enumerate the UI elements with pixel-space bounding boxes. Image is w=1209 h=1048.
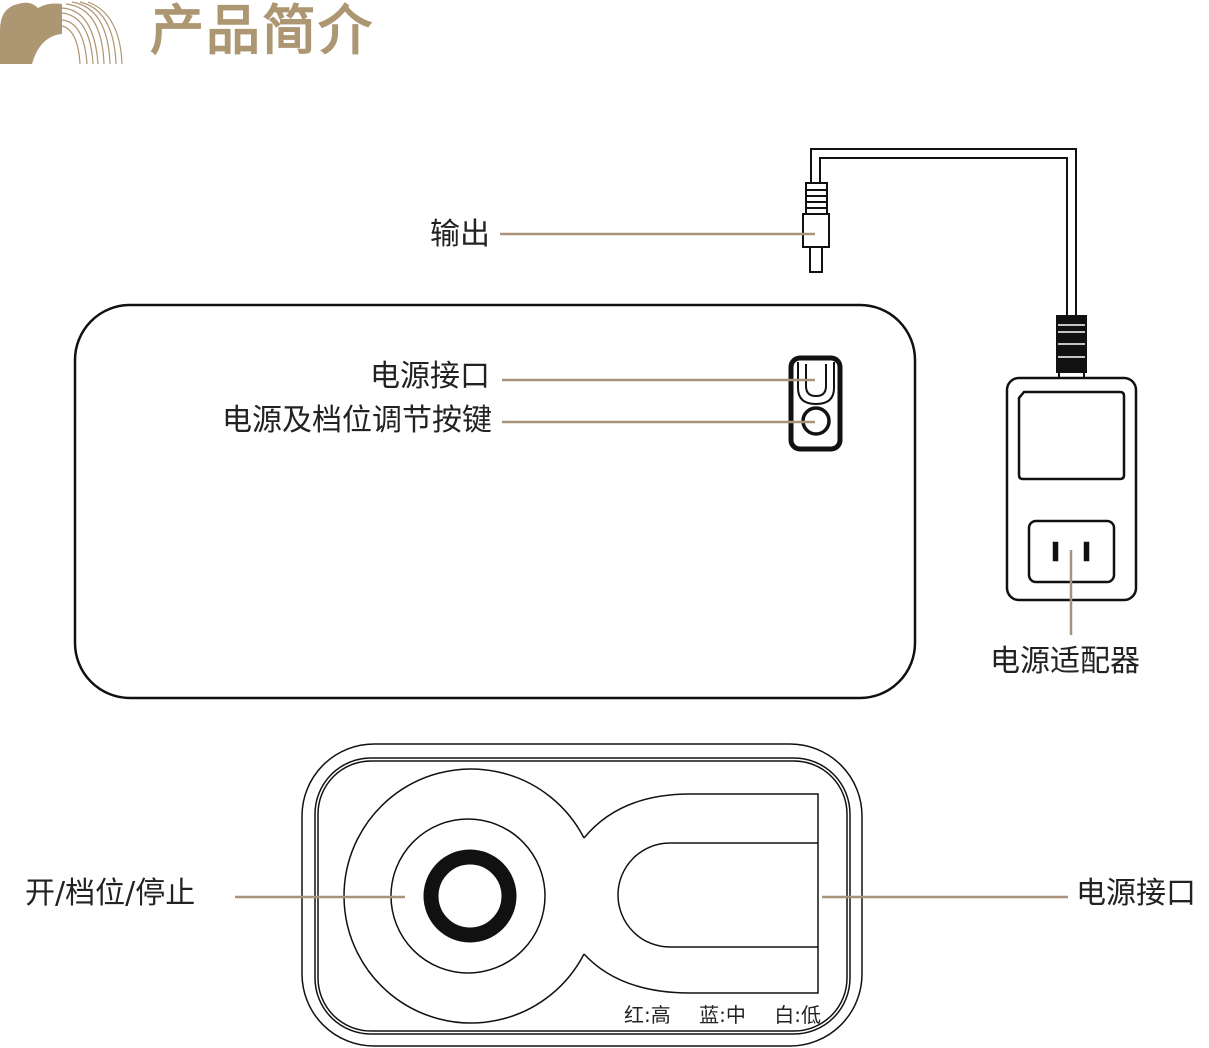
legend-white-low: 白:低 xyxy=(774,1003,821,1027)
label-output: 输出 xyxy=(430,217,490,252)
power-adapter-icon xyxy=(1005,315,1138,602)
adapter-cable xyxy=(810,148,1077,316)
page-title: 产品简介 xyxy=(150,0,374,62)
dc-plug-icon xyxy=(802,182,830,273)
power-port-icon xyxy=(805,364,827,398)
brand-logo xyxy=(0,1,123,65)
legend-blue-medium: 蓝:中 xyxy=(699,1003,746,1027)
label-power-port: 电源接口 xyxy=(370,359,490,394)
indicator-legend: 红:高 蓝:中 白:低 xyxy=(624,999,843,1028)
label-power-port-bottom: 电源接口 xyxy=(1076,876,1196,911)
label-power-gear-button: 电源及档位调节按键 xyxy=(222,403,492,438)
leader-lines xyxy=(235,232,1073,899)
legend-red-high: 红:高 xyxy=(624,1003,671,1027)
device-side-body xyxy=(73,303,917,700)
label-on-gear-stop: 开/档位/停止 xyxy=(25,876,196,911)
label-power-adapter: 电源适配器 xyxy=(990,644,1140,679)
on-gear-stop-button-icon[interactable] xyxy=(423,849,517,943)
device-port-panel xyxy=(788,355,843,452)
